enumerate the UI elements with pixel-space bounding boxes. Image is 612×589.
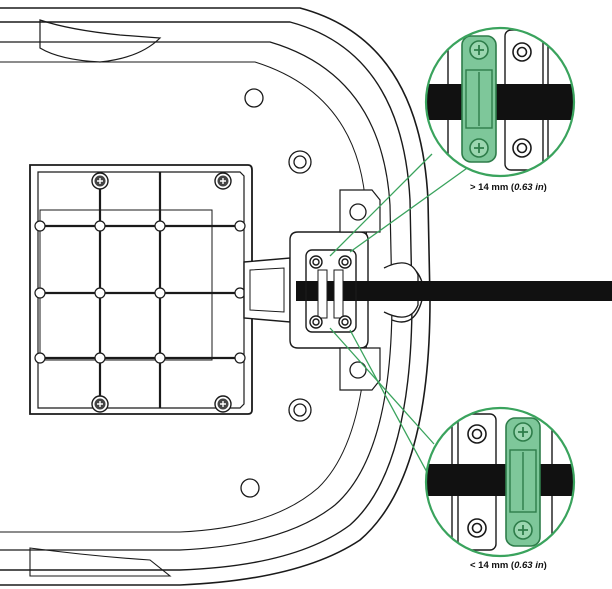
phillips-screw-icon [469, 138, 489, 158]
plate-window [39, 209, 213, 361]
mounting-bosses [240, 88, 312, 498]
screw-icon [91, 395, 109, 413]
screw-icon [512, 42, 532, 158]
boss-bottom-mid-inner [293, 403, 307, 417]
entry-neck-inner [249, 267, 285, 313]
phillips-screw-icon [513, 422, 533, 442]
cable-segment [426, 464, 574, 496]
screw-icon [214, 395, 232, 413]
callout-label-over-14mm: > 14 mm (0.63 in) [470, 182, 547, 193]
screw-icon [214, 172, 232, 190]
cable-clamp-icon [461, 35, 497, 163]
enclosure-rim [0, 21, 413, 571]
cable-segment [426, 84, 574, 120]
callout-top [424, 26, 576, 178]
enclosure-inner-wall [0, 41, 393, 551]
label-suffix: ) [543, 560, 547, 571]
center-clamp [305, 249, 357, 333]
boss-top-left [244, 88, 264, 108]
tab-screw-bottom [349, 361, 367, 379]
tab-screw-top [349, 203, 367, 221]
screw-icon [467, 424, 487, 538]
cable-clamp-icon [505, 417, 541, 547]
boss-bottom-left [240, 478, 260, 498]
bottom-left-ledge [29, 547, 172, 577]
label-value: 0.63 in [514, 560, 544, 571]
callout-label-under-14mm: < 14 mm (0.63 in) [470, 560, 547, 571]
plate-inner [37, 171, 245, 409]
boss-top-mid-inner [293, 155, 307, 169]
grid-nodes [34, 220, 246, 364]
label-prefix: > 14 mm ( [470, 182, 515, 193]
plate-outer [29, 164, 253, 415]
callout-bottom [424, 406, 576, 558]
main-cable [296, 281, 612, 301]
label-value: 0.63 in [514, 182, 544, 193]
screw-icon [309, 255, 352, 329]
label-prefix: < 14 mm ( [470, 560, 515, 571]
phillips-screw-icon [513, 520, 533, 540]
plate-screws [91, 172, 232, 413]
terminal-plate [29, 164, 253, 415]
top-left-ledge [39, 19, 162, 63]
screw-icon [91, 172, 109, 190]
phillips-screw-icon [469, 40, 489, 60]
enclosure-outer-edge [0, 7, 431, 586]
label-suffix: ) [543, 182, 547, 193]
enclosure-floor [0, 61, 369, 533]
